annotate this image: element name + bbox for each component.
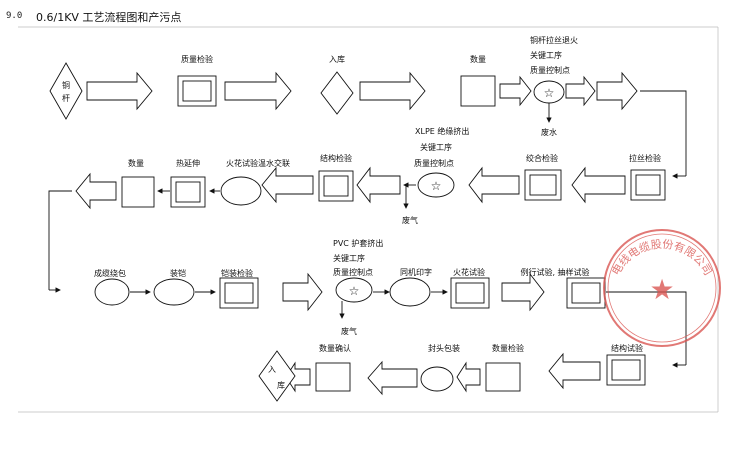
block-arrow (367, 360, 418, 396)
annealing-label-1: 铜杆拉丝退火 (530, 35, 578, 45)
quantity-2-label: 数量 (128, 158, 144, 168)
block-arrow (548, 352, 601, 390)
quantity-confirm-box (315, 362, 351, 392)
storage-out-label-2: 库 (277, 380, 285, 390)
copper-rod-label-1: 铜 (62, 80, 70, 90)
page-title: 0.6/1KV 工艺流程图和产污点 (36, 11, 182, 24)
waste-gas-1-label: 废气 (402, 215, 418, 225)
cabling-ellipse (94, 278, 130, 306)
spark-test-label: 火花试验 (453, 267, 485, 277)
connector-left-1 (48, 190, 72, 290)
block-arrow (468, 166, 520, 204)
connector-right-1 (640, 90, 687, 176)
quality-check-1-box (177, 75, 217, 107)
block-arrow (456, 361, 481, 393)
star-icon: ☆ (431, 179, 442, 193)
stamp-star-icon: ★ (649, 273, 674, 306)
annealing-control-point: ☆ (533, 80, 565, 104)
structure-test-2-label: 结构试验 (611, 343, 643, 353)
storage-out-label-1: 入 (268, 365, 276, 374)
company-stamp: 电线电缆股份有限公司 ★ (603, 229, 721, 347)
annealing-label-3: 质量控制点 (530, 65, 570, 75)
block-arrow (75, 172, 117, 210)
end-sealing-ellipse (420, 366, 454, 392)
waste-gas-2-label: 废气 (341, 326, 357, 336)
sync-print-ellipse (389, 277, 431, 307)
block-arrow (499, 75, 532, 107)
wire-drawing-check-box (630, 169, 666, 201)
cabling-label: 成缆绕包 (94, 268, 126, 278)
structure-check-1-label: 结构检验 (320, 153, 352, 163)
quantity-confirm-label: 数量确认 (319, 343, 351, 353)
block-arrow (359, 71, 426, 111)
hot-elongation-box (170, 176, 206, 208)
spark-test-water-ellipse (220, 176, 262, 206)
stranding-check-label: 绞合检验 (526, 153, 558, 163)
block-arrow (571, 166, 626, 204)
copper-rod-diamond: 铜 杆 (49, 62, 83, 120)
xlpe-label-2: 关键工序 (420, 142, 452, 152)
routine-sample-test-box (566, 277, 606, 309)
storage-in-label: 入库 (329, 54, 345, 64)
quantity-2-box (121, 176, 155, 208)
block-arrow (565, 75, 596, 107)
star-icon: ☆ (349, 284, 360, 298)
quality-check-1-label: 质量检验 (181, 54, 213, 64)
sync-print-label: 同机印字 (400, 267, 432, 277)
block-arrow (501, 272, 545, 312)
pvc-label-1: PVC 护套挤出 (333, 238, 383, 248)
armoring-ellipse (153, 278, 195, 306)
pvc-label-2: 关键工序 (333, 253, 365, 263)
xlpe-control-point: ☆ (417, 172, 455, 198)
quantity-check-box (485, 362, 521, 392)
spark-test-water-label: 火花试验温水交联 (226, 158, 290, 168)
copper-rod-label-2: 杆 (62, 93, 70, 103)
pvc-control-point: ☆ (335, 277, 373, 303)
structure-check-1-box (318, 170, 354, 202)
xlpe-label-1: XLPE 绝缘挤出 (415, 126, 469, 136)
block-arrow (356, 166, 401, 204)
quantity-1-label: 数量 (470, 54, 486, 64)
storage-out-diamond: 入 库 (258, 350, 296, 402)
pvc-label-3: 质量控制点 (333, 267, 373, 277)
block-arrow (261, 166, 314, 204)
block-arrow (596, 71, 638, 111)
armor-check-label: 铠装检验 (221, 268, 253, 278)
routine-sample-test-label: 例行试验, 抽样试验 (520, 267, 589, 277)
storage-in-diamond (320, 71, 354, 115)
annealing-label-2: 关键工序 (530, 50, 562, 60)
quantity-1-box (460, 75, 496, 107)
structure-test-2-box (606, 354, 646, 386)
block-arrow (282, 272, 323, 312)
quantity-check-label: 数量检验 (492, 343, 524, 353)
armoring-label: 装铠 (170, 268, 186, 278)
block-arrow (86, 71, 153, 111)
star-icon: ☆ (544, 86, 555, 100)
end-sealing-label: 封头包装 (428, 343, 460, 353)
block-arrow (285, 361, 311, 393)
stranding-check-box (524, 169, 562, 201)
spark-test-box (450, 277, 490, 309)
section-number: 9.0 (6, 11, 23, 21)
waste-water-label: 废水 (541, 127, 557, 137)
hot-elongation-label: 热延伸 (176, 158, 200, 168)
xlpe-label-3: 质量控制点 (414, 158, 454, 168)
block-arrow (224, 71, 292, 111)
armor-check-box (219, 277, 259, 309)
wire-drawing-check-label: 拉丝检验 (629, 153, 661, 163)
